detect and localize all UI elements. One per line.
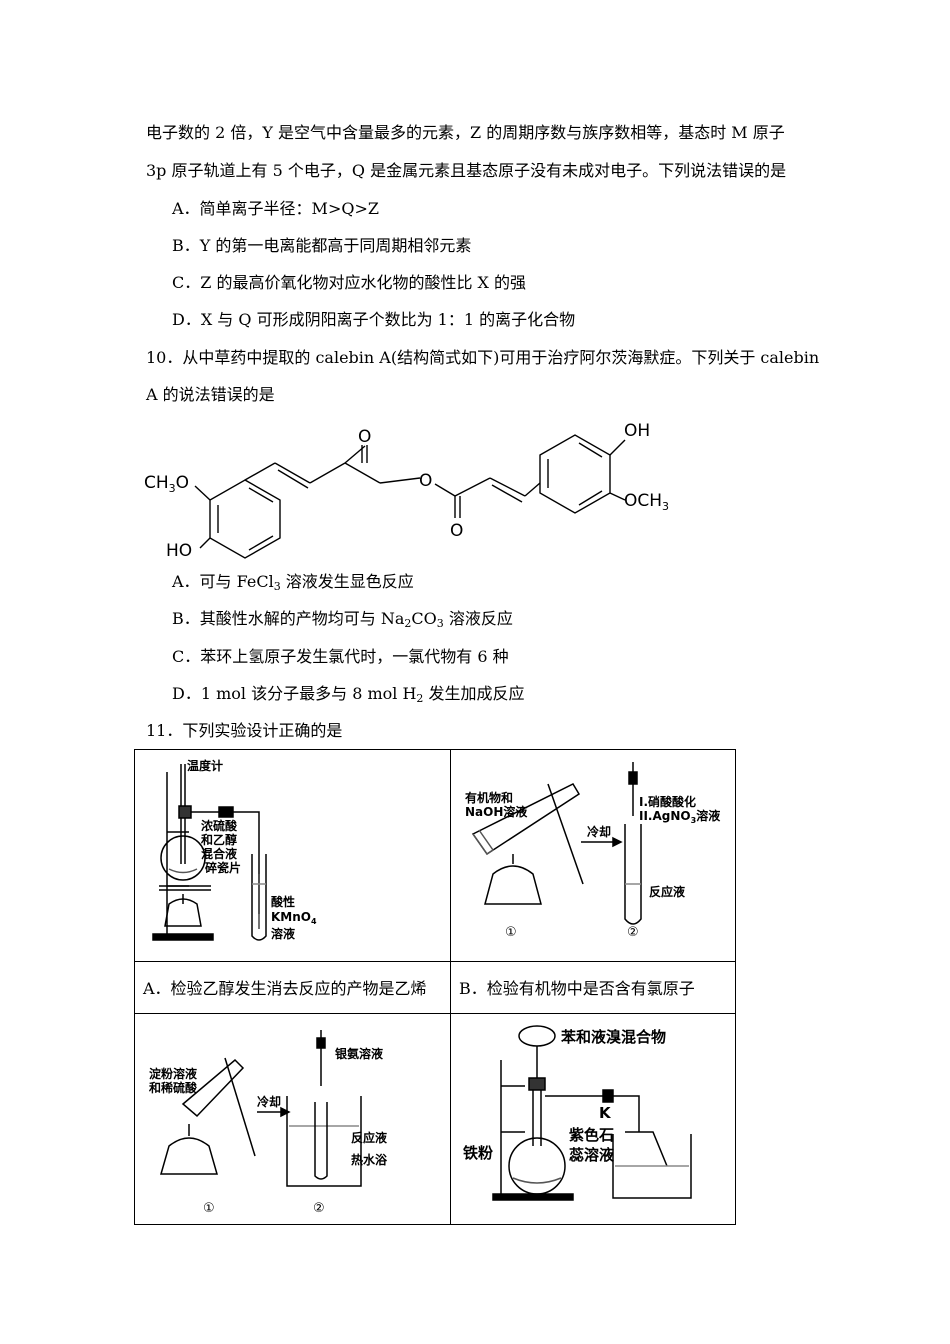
label-kmno4-3: 溶液 [271, 926, 295, 941]
table-divider-1 [135, 961, 735, 962]
calebin-a-structure: CH3O HO O O O OH OCH3 [144, 421, 669, 561]
apparatus-d: 苯和液溴混合物 K 铁粉 紫色石 蕊溶液 [463, 1025, 692, 1201]
q10-option-a-sub: 3 [273, 580, 281, 593]
q10-option-b-text: B．其酸性水解的产物均可与 Na [172, 609, 405, 628]
table-divider-vertical [450, 750, 451, 1224]
ch3o-left-ch: CH [144, 473, 169, 493]
q9-option-b: B．Y 的第一电离能都高于同周期相邻元素 [172, 236, 472, 255]
q10-line2: A 的说法错误的是 [146, 385, 275, 404]
label-kmno4-1: 酸性 [271, 894, 295, 909]
q10-option-b: B．其酸性水解的产物均可与 Na2CO3 溶液反应 [172, 608, 513, 635]
ch3o-left-o: O [176, 473, 189, 493]
q10-option-c: C．苯环上氢原子发生氯代时，一氯代物有 6 种 [172, 647, 509, 666]
label-starch-2: 和稀硫酸 [148, 1080, 198, 1095]
apparatus-a: 温度计 浓硫酸 和乙醇 混合液 碎瓷片 酸性 KMnO4 溶液 [152, 758, 317, 941]
q10-option-d-post: 发生加成反应 [423, 684, 525, 703]
label-c-2: ② [313, 1201, 325, 1216]
table-divider-2 [135, 1013, 735, 1014]
q10-line1: 10．从中草药中提取的 calebin A(结构简式如下)可用于治疗阿尔茨海默症… [146, 348, 820, 367]
q9-option-c: C．Z 的最高价氧化物对应水化物的酸性比 X 的强 [172, 273, 527, 292]
q10-option-b-sub2: 3 [436, 617, 444, 630]
q9-option-d: D．X 与 Q 可形成阴阳离子个数比为 1：1 的离子化合物 [172, 310, 576, 329]
q10-option-b-mid: CO [411, 609, 437, 628]
label-b-2: ② [627, 925, 639, 940]
q9-line2: 3p 原子轨道上有 5 个电子，Q 是金属元素且基态原子没有未成对电子。下列说法… [146, 161, 787, 180]
label-starch-1: 淀粉溶液 [149, 1066, 197, 1081]
label-reaction-c: 反应液 [351, 1130, 387, 1145]
label-step-2-sub: 3 [691, 816, 697, 825]
ester-oxygen: O [419, 471, 432, 491]
experiment-table: A．检验乙醇发生消去反应的产物是乙烯 B．检验有机物中是否含有氯原子 温度计 浓… [134, 749, 736, 1225]
och3-right: OCH [624, 491, 662, 511]
caption-a: A．检验乙醇发生消去反应的产物是乙烯 [143, 979, 427, 998]
label-acid-1: 浓硫酸 [201, 818, 238, 833]
q10-option-a-text: A．可与 FeCl [172, 572, 274, 591]
q10-option-a-post: 溶液发生显色反应 [280, 572, 414, 591]
label-silver: 银氨溶液 [335, 1046, 383, 1061]
apparatus-b: 有机物和 NaOH溶液 冷却 I.硝酸酸化 II.AgNO3溶液 反应液 ① ② [465, 762, 720, 940]
label-kmno4-2: KMnO [271, 910, 311, 924]
label-chips: 碎瓷片 [205, 860, 241, 875]
svg-text:OCH3: OCH3 [624, 491, 669, 513]
label-valve-k: K [599, 1104, 612, 1122]
label-bath: 热水浴 [351, 1152, 388, 1167]
label-iron: 铁粉 [463, 1144, 493, 1162]
ketone-oxygen: O [358, 427, 371, 447]
svg-text:KMnO4: KMnO4 [271, 910, 317, 926]
q11-title: 11．下列实验设计正确的是 [146, 721, 343, 740]
q10-option-d-text: D．1 mol 该分子最多与 8 mol H [172, 684, 417, 703]
label-benzene-mix: 苯和液溴混合物 [560, 1028, 666, 1046]
label-organic-2: NaOH溶液 [465, 804, 527, 819]
label-thermometer: 温度计 [187, 758, 223, 773]
och3-right-sub: 3 [662, 500, 669, 513]
label-kmno4-sub: 4 [311, 917, 317, 926]
label-organic-1: 有机物和 [465, 790, 513, 805]
q9-line1: 电子数的 2 倍，Y 是空气中含量最多的元素，Z 的周期序数与族序数相等，基态时… [146, 123, 785, 142]
label-c-1: ① [203, 1201, 215, 1216]
q10-option-d: D．1 mol 该分子最多与 8 mol H2 发生加成反应 [172, 683, 525, 710]
label-cool-c: 冷却 [257, 1094, 281, 1109]
ch3o-left-sub: 3 [169, 482, 176, 495]
label-litmus-1: 紫色石 [569, 1126, 614, 1144]
q10-option-a: A．可与 FeCl3 溶液发生显色反应 [172, 571, 414, 598]
oh-right: OH [624, 421, 650, 441]
q10-option-b-post: 溶液反应 [443, 609, 513, 628]
q10-option-b-sub1: 2 [404, 617, 412, 630]
carbonyl-oxygen: O [450, 521, 463, 541]
label-litmus-2: 蕊溶液 [569, 1146, 615, 1164]
svg-text:CH3O: CH3O [144, 473, 189, 495]
label-cool-b: 冷却 [587, 824, 611, 839]
q10-option-d-sub: 2 [416, 692, 424, 705]
label-acid-2: 和乙醇 [200, 832, 237, 847]
label-acid-3: 混合液 [201, 846, 237, 861]
label-reaction-b: 反应液 [649, 884, 685, 899]
caption-b: B．检验有机物中是否含有氯原子 [459, 979, 695, 998]
label-step-2-post: 溶液 [696, 808, 720, 823]
q9-option-a: A．简单离子半径：M>Q>Z [172, 199, 379, 218]
label-step-2: II.AgNO [639, 809, 691, 823]
apparatus-c: 淀粉溶液 和稀硫酸 银氨溶液 冷却 反应液 热水浴 ① ② [148, 1030, 388, 1216]
label-step-1: I.硝酸酸化 [639, 794, 696, 809]
ho-left: HO [166, 541, 192, 561]
label-b-1: ① [505, 925, 517, 940]
svg-text:II.AgNO3溶液: II.AgNO3溶液 [639, 808, 720, 825]
